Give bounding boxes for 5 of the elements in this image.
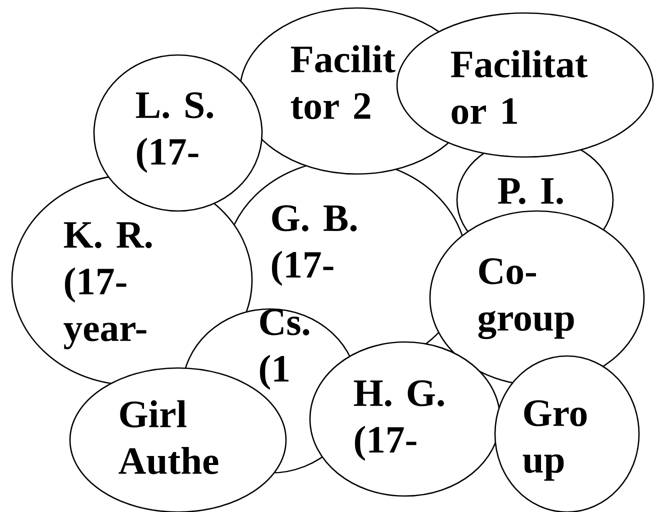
ellipse-node: H. G. (17- — [309, 341, 501, 497]
ellipse-node: Gro up — [494, 355, 640, 512]
ellipse-node: Facilitat or 1 — [396, 12, 654, 158]
ellipse-node: L. S. (17- — [93, 54, 263, 212]
node-label: Gro up — [522, 400, 587, 481]
